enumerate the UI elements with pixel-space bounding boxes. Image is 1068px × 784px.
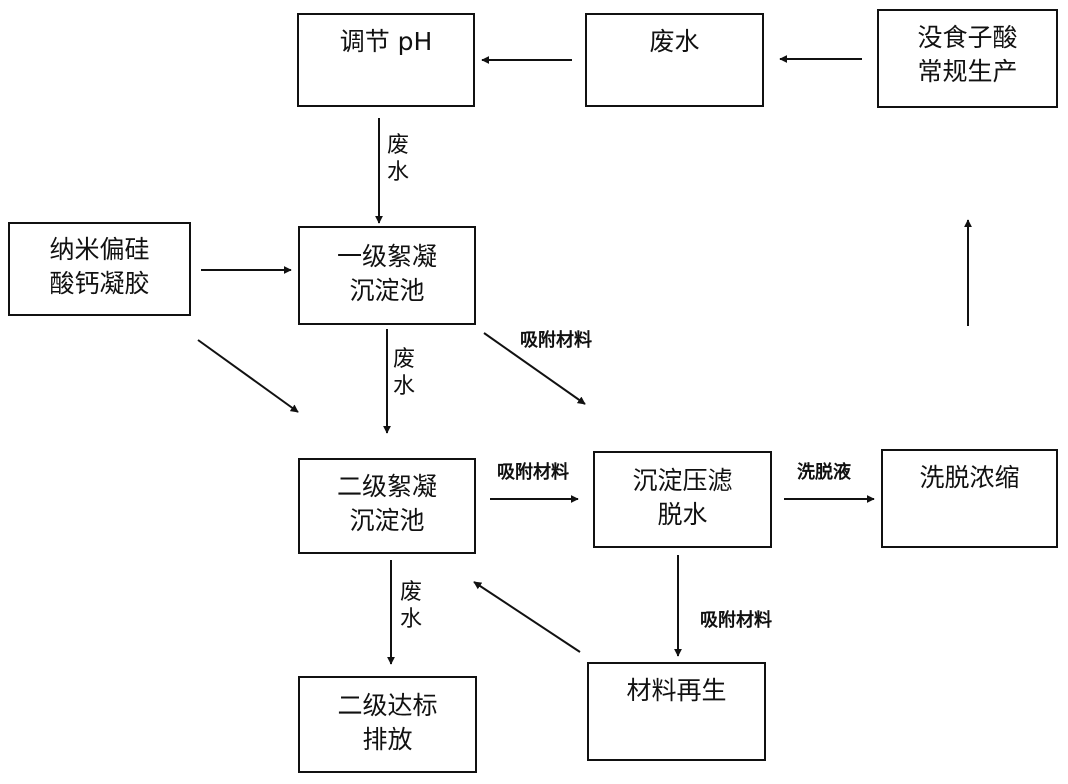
nano-gel-box: 纳米偏硅 酸钙凝胶 — [8, 222, 191, 316]
discharge-line-1: 二级达标 — [337, 690, 438, 720]
nano-gel-line-1: 纳米偏硅 — [49, 235, 150, 264]
material-regeneration-box: 材料再生 — [587, 662, 766, 761]
gallic-acid-line-2: 常规生产 — [917, 57, 1018, 86]
secondary-tank-line-2: 沉淀池 — [349, 506, 425, 535]
gallic-acid-production-box: 没食子酸 常规生产 — [877, 9, 1058, 108]
filter-press-line-1: 沉淀压滤 — [632, 465, 733, 495]
adsorbent-label-3: 吸附材料 — [700, 610, 772, 631]
adsorbent-label-2: 吸附材料 — [497, 462, 569, 483]
secondary-flocculation-tank-box: 二级絮凝 沉淀池 — [298, 458, 476, 554]
eluate-label: 洗脱液 — [797, 462, 851, 483]
adsorbent-label-1: 吸附材料 — [520, 330, 592, 351]
wastewater-text: 废水 — [649, 27, 700, 56]
arrow-primary-to-filter-press — [483, 332, 586, 405]
primary-flocculation-tank-box: 一级絮凝 沉淀池 — [298, 226, 476, 325]
primary-tank-line-2: 沉淀池 — [349, 275, 425, 305]
discharge-box: 二级达标 排放 — [298, 676, 477, 773]
wastewater-label-2: 废 水 — [392, 347, 415, 399]
elution-concentration-box: 洗脱浓缩 — [881, 449, 1058, 548]
filter-press-line-2: 脱水 — [657, 499, 708, 529]
discharge-line-2: 排放 — [362, 724, 413, 754]
adjust-ph-text: 调节 pH — [339, 27, 433, 56]
gallic-acid-line-1: 没食子酸 — [917, 23, 1018, 52]
regeneration-text: 材料再生 — [626, 676, 727, 705]
wastewater-label-1: 废 水 — [386, 133, 409, 185]
arrow-nano-gel-to-secondary — [197, 339, 299, 413]
wastewater-box: 废水 — [585, 13, 764, 107]
nano-gel-line-2: 酸钙凝胶 — [49, 269, 150, 298]
wastewater-label-3: 废 水 — [399, 580, 422, 632]
filter-press-box: 沉淀压滤 脱水 — [593, 451, 772, 548]
secondary-tank-line-1: 二级絮凝 — [336, 472, 437, 501]
adjust-ph-box: 调节 pH — [297, 13, 475, 107]
elution-text: 洗脱浓缩 — [919, 463, 1020, 492]
arrow-regeneration-to-secondary — [473, 581, 581, 653]
primary-tank-line-1: 一级絮凝 — [336, 241, 437, 271]
